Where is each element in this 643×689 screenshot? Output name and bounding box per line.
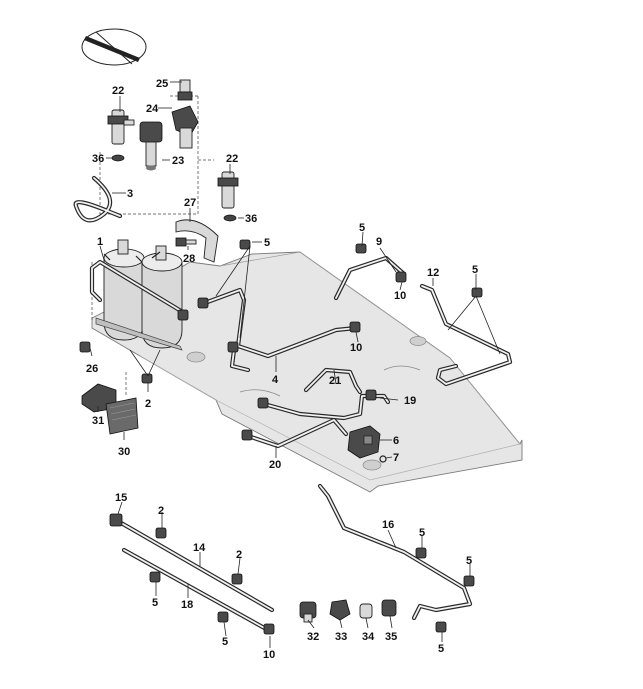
callout-5: 5 [472,264,478,276]
callout-35: 35 [385,631,397,643]
nut-part-34 [359,603,373,619]
callout-24: 24 [146,103,159,115]
callout-36: 36 [92,153,104,165]
callout-32: 32 [307,631,319,643]
callout-31: 31 [92,415,104,427]
gas-cylinder-assembly [95,239,183,351]
vehicle-floor-pan [91,251,523,493]
callout-10: 10 [263,649,275,661]
callout-2: 2 [158,505,164,517]
callout-26: 26 [86,363,98,375]
fitting-part-25 [177,79,193,101]
callout-3: 3 [127,188,133,200]
callout-5: 5 [419,527,425,539]
callout-2: 2 [236,549,242,561]
callout-9: 9 [376,236,382,248]
callout-5: 5 [264,237,270,249]
callout-10: 10 [350,342,362,354]
control-unit-part-30 [105,397,139,435]
callout-18: 18 [181,599,193,611]
callout-21: 21 [329,375,341,387]
callout-25: 25 [156,78,168,90]
injector-part-22-right [217,171,239,209]
callout-19: 19 [404,395,416,407]
callout-28: 28 [183,253,195,265]
callout-4: 4 [272,374,279,386]
callout-5: 5 [438,643,444,655]
callout-30: 30 [118,446,130,458]
bolt-part-28 [175,237,197,247]
orientation-emblem-icon [81,28,147,66]
callout-7: 7 [393,452,399,464]
callout-27: 27 [184,197,196,209]
callout-36: 36 [245,213,257,225]
callout-1: 1 [97,236,103,248]
callout-6: 6 [393,435,399,447]
callout-34: 34 [362,631,375,643]
callout-5: 5 [152,597,158,609]
elbow-fitting-part-33 [329,599,351,621]
callout-12: 12 [427,267,439,279]
leader-lines [89,81,501,648]
union-nut-fittings [79,239,483,635]
callout-20: 20 [269,459,281,471]
callout-15: 15 [115,492,127,504]
callout-2: 2 [145,398,151,410]
callout-16: 16 [382,519,394,531]
clamp-part-27 [175,219,219,263]
callout-22: 22 [112,85,124,97]
nut-part-35 [381,599,397,617]
callout-10: 10 [394,290,406,302]
callout-14: 14 [193,542,206,554]
o-ring-part-7 [379,455,387,463]
callout-23: 23 [172,155,184,167]
seal-part-36-left [111,154,125,162]
valve-block-part-6 [347,425,381,459]
callout-labels: 1 2 2 2 3 4 5 5 5 5 5 5 5 5 6 7 9 10 10 … [86,78,478,661]
callout-5: 5 [222,636,228,648]
callout-5: 5 [466,555,472,567]
pressure-regulator-part-24 [171,105,199,149]
callout-22: 22 [226,153,238,165]
injector-part-22-left [107,109,135,145]
injector-rail-part-23 [139,121,163,171]
callout-33: 33 [335,631,347,643]
callout-5: 5 [359,222,365,234]
seal-part-36-right [223,214,237,222]
fitting-part-32 [299,601,317,623]
